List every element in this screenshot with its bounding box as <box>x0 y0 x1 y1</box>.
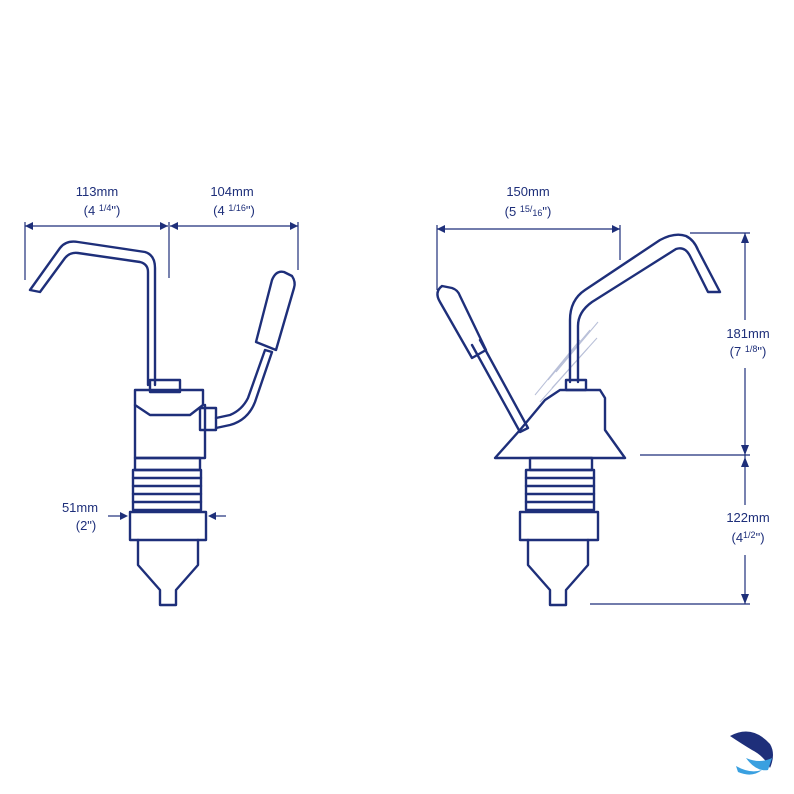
upper-height-metric: 181mm <box>726 326 769 341</box>
front-base-nut <box>128 510 208 542</box>
front-cone <box>136 538 200 607</box>
handle-reach-metric: 104mm <box>210 184 253 199</box>
side-reach-metric: 150mm <box>506 184 549 199</box>
front-view <box>28 240 296 607</box>
front-handle-arm <box>214 348 274 430</box>
handle-reach-imperial: (4 1/16") <box>213 203 255 218</box>
front-threads <box>131 456 203 512</box>
side-dimensions <box>436 225 750 605</box>
lower-height-metric: 122mm <box>726 510 769 525</box>
front-spout <box>28 240 157 387</box>
side-base-nut <box>518 510 600 542</box>
side-body <box>493 388 627 460</box>
side-threads <box>524 456 596 512</box>
spout-reach-metric: 113mm <box>76 184 118 199</box>
upper-height-imperial: (7 1/8") <box>730 344 767 359</box>
spout-reach-imperial: (4 1/4") <box>84 203 121 218</box>
lower-height-imperial: (41/2") <box>731 530 764 545</box>
side-reach-imperial: (5 15/16") <box>505 204 552 219</box>
side-handle-lever <box>470 338 530 434</box>
front-spout-collar <box>148 378 182 394</box>
side-view <box>436 233 722 607</box>
side-spout <box>568 233 722 384</box>
base-diameter-imperial: (2") <box>76 518 97 533</box>
front-body-top <box>133 388 205 417</box>
base-diameter-metric: 51mm <box>62 500 98 515</box>
front-dimensions <box>24 222 299 520</box>
side-cone <box>526 538 590 607</box>
front-pivot <box>198 406 218 432</box>
front-handle-grip <box>254 270 296 352</box>
bird-swoosh-icon <box>730 731 773 775</box>
side-handle-grip <box>436 284 488 360</box>
